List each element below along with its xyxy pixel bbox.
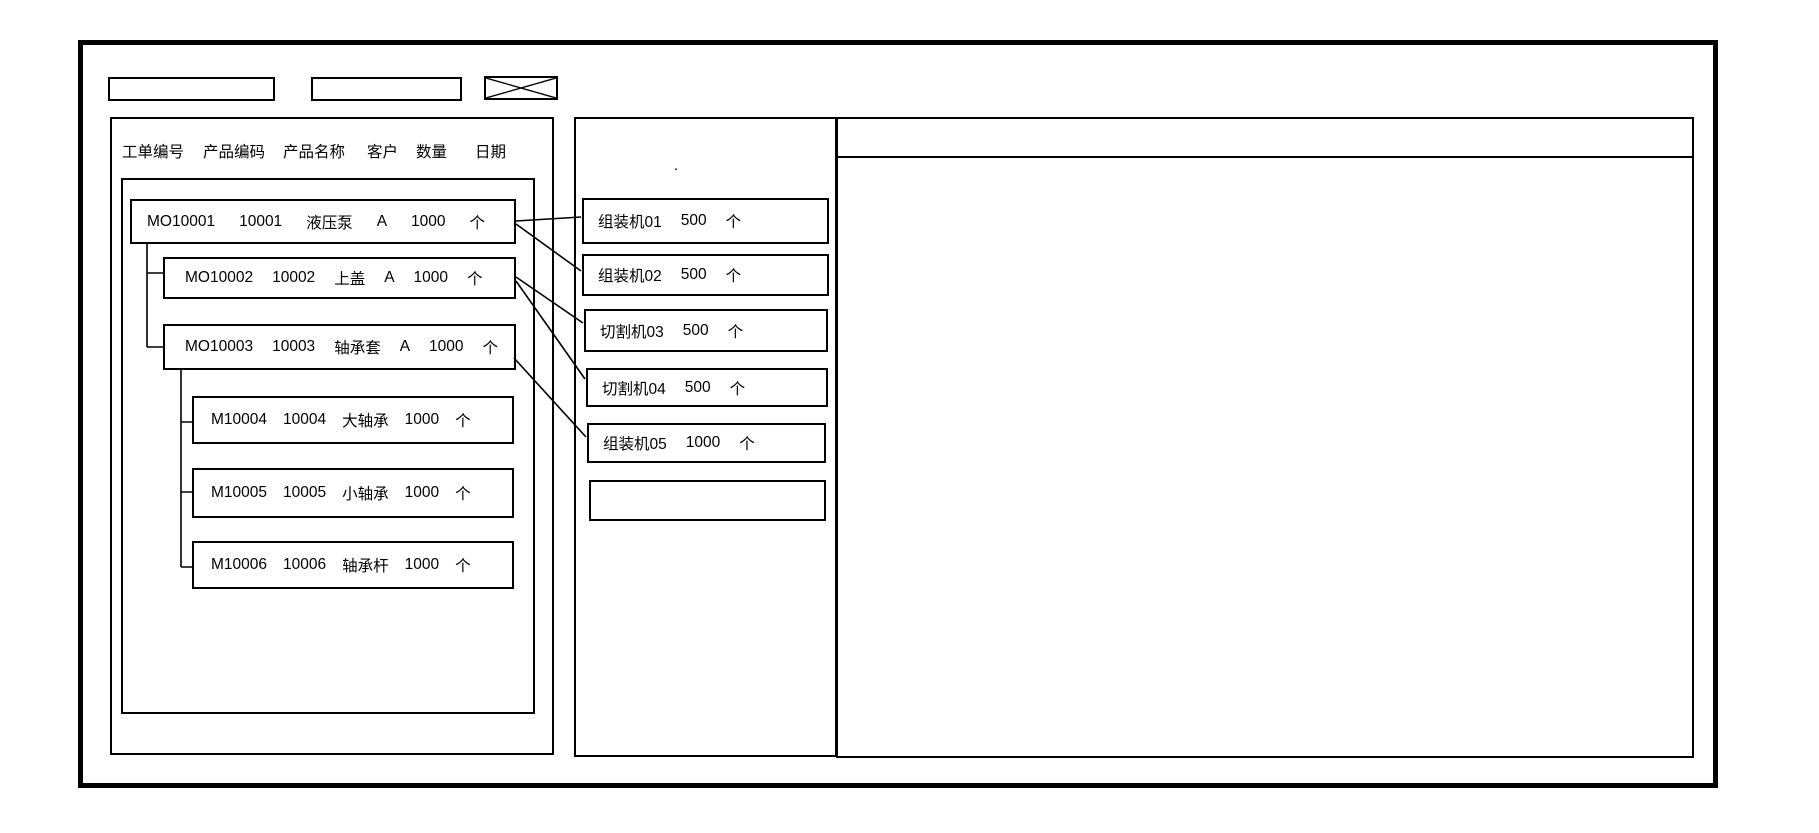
qty: 1000	[404, 484, 440, 501]
header-product-name: 产品名称	[283, 144, 346, 161]
qty: 1000	[413, 269, 449, 286]
product-code: 10002	[272, 269, 316, 286]
work-order-row-mo10002[interactable]: MO10002 10002 上盖 A 1000 个	[163, 257, 516, 299]
unit: 个	[469, 214, 486, 232]
machine-name: 切割机03	[600, 323, 664, 341]
work-order-row-m10004[interactable]: M10004 10004 大轴承 1000 个	[192, 396, 514, 444]
work-order-row-m10006[interactable]: M10006 10006 轴承杆 1000 个	[192, 541, 514, 589]
product-code: 10005	[283, 484, 327, 501]
machine-row-05[interactable]: 组装机05 1000 个	[587, 423, 826, 463]
header-date: 日期	[475, 144, 507, 161]
order-no: M10006	[211, 556, 268, 573]
machine-row-empty[interactable]	[589, 480, 826, 521]
product-code: 10003	[272, 338, 316, 355]
machine-unit: 个	[725, 214, 742, 231]
product-name: 轴承套	[334, 340, 381, 357]
machine-name: 组装机02	[598, 268, 662, 285]
machine-qty: 500	[680, 266, 707, 283]
product-code: 10004	[283, 411, 327, 428]
customer: A	[376, 212, 388, 230]
customer: A	[384, 269, 395, 286]
machine-unit: 个	[727, 323, 744, 341]
customer: A	[399, 338, 411, 355]
x-cross-icon	[486, 78, 556, 98]
order-no: M10004	[211, 411, 268, 428]
unit: 个	[455, 558, 471, 575]
machine-unit: 个	[729, 380, 746, 398]
detail-panel	[836, 117, 1694, 758]
order-no: MO10001	[147, 212, 216, 230]
work-order-row-mo10001[interactable]: MO10001 10001 液压泵 A 1000 个	[130, 199, 516, 244]
unit: 个	[467, 271, 483, 288]
machine-row-01[interactable]: 组装机01 500 个	[582, 198, 829, 244]
work-order-row-m10005[interactable]: M10005 10005 小轴承 1000 个	[192, 468, 514, 518]
order-no: MO10003	[185, 338, 254, 355]
order-no: MO10002	[185, 269, 254, 286]
header-order-no: 工单编号	[122, 144, 185, 161]
machine-name: 切割机04	[602, 380, 666, 398]
machine-panel-dot: .	[674, 157, 679, 174]
machine-unit: 个	[739, 436, 755, 453]
product-name: 小轴承	[342, 486, 389, 503]
order-no: M10005	[211, 484, 268, 501]
machine-row-03[interactable]: 切割机03 500 个	[584, 309, 828, 352]
header-qty: 数量	[416, 144, 448, 161]
machine-qty: 500	[684, 378, 711, 396]
header-customer: 客户	[367, 144, 399, 161]
machine-name: 组装机05	[603, 436, 667, 453]
machine-row-04[interactable]: 切割机04 500 个	[586, 368, 828, 407]
product-code: 10001	[239, 212, 283, 230]
toolbar-field-2[interactable]	[311, 77, 462, 101]
machine-row-02[interactable]: 组装机02 500 个	[582, 254, 829, 296]
unit: 个	[482, 340, 499, 357]
machine-qty: 500	[680, 212, 707, 229]
machine-name: 组装机01	[598, 214, 662, 231]
qty: 1000	[404, 411, 440, 428]
qty: 1000	[429, 338, 464, 355]
detail-panel-header-divider	[838, 156, 1692, 158]
unit: 个	[455, 413, 471, 430]
qty: 1000	[404, 556, 440, 573]
unit: 个	[455, 486, 471, 503]
outer-frame	[78, 40, 1718, 788]
product-name: 轴承杆	[342, 558, 389, 575]
work-order-row-mo10003[interactable]: MO10003 10003 轴承套 A 1000 个	[163, 324, 516, 370]
machine-qty: 1000	[685, 434, 721, 451]
toolbar-field-1[interactable]	[108, 77, 275, 101]
header-product-code: 产品编码	[203, 144, 266, 161]
qty: 1000	[411, 212, 446, 230]
product-name: 液压泵	[306, 214, 353, 232]
product-code: 10006	[283, 556, 327, 573]
machine-unit: 个	[725, 268, 742, 285]
image-placeholder-icon[interactable]	[484, 76, 558, 100]
product-name: 大轴承	[342, 413, 389, 430]
product-name: 上盖	[334, 271, 366, 288]
machine-qty: 500	[682, 321, 709, 339]
